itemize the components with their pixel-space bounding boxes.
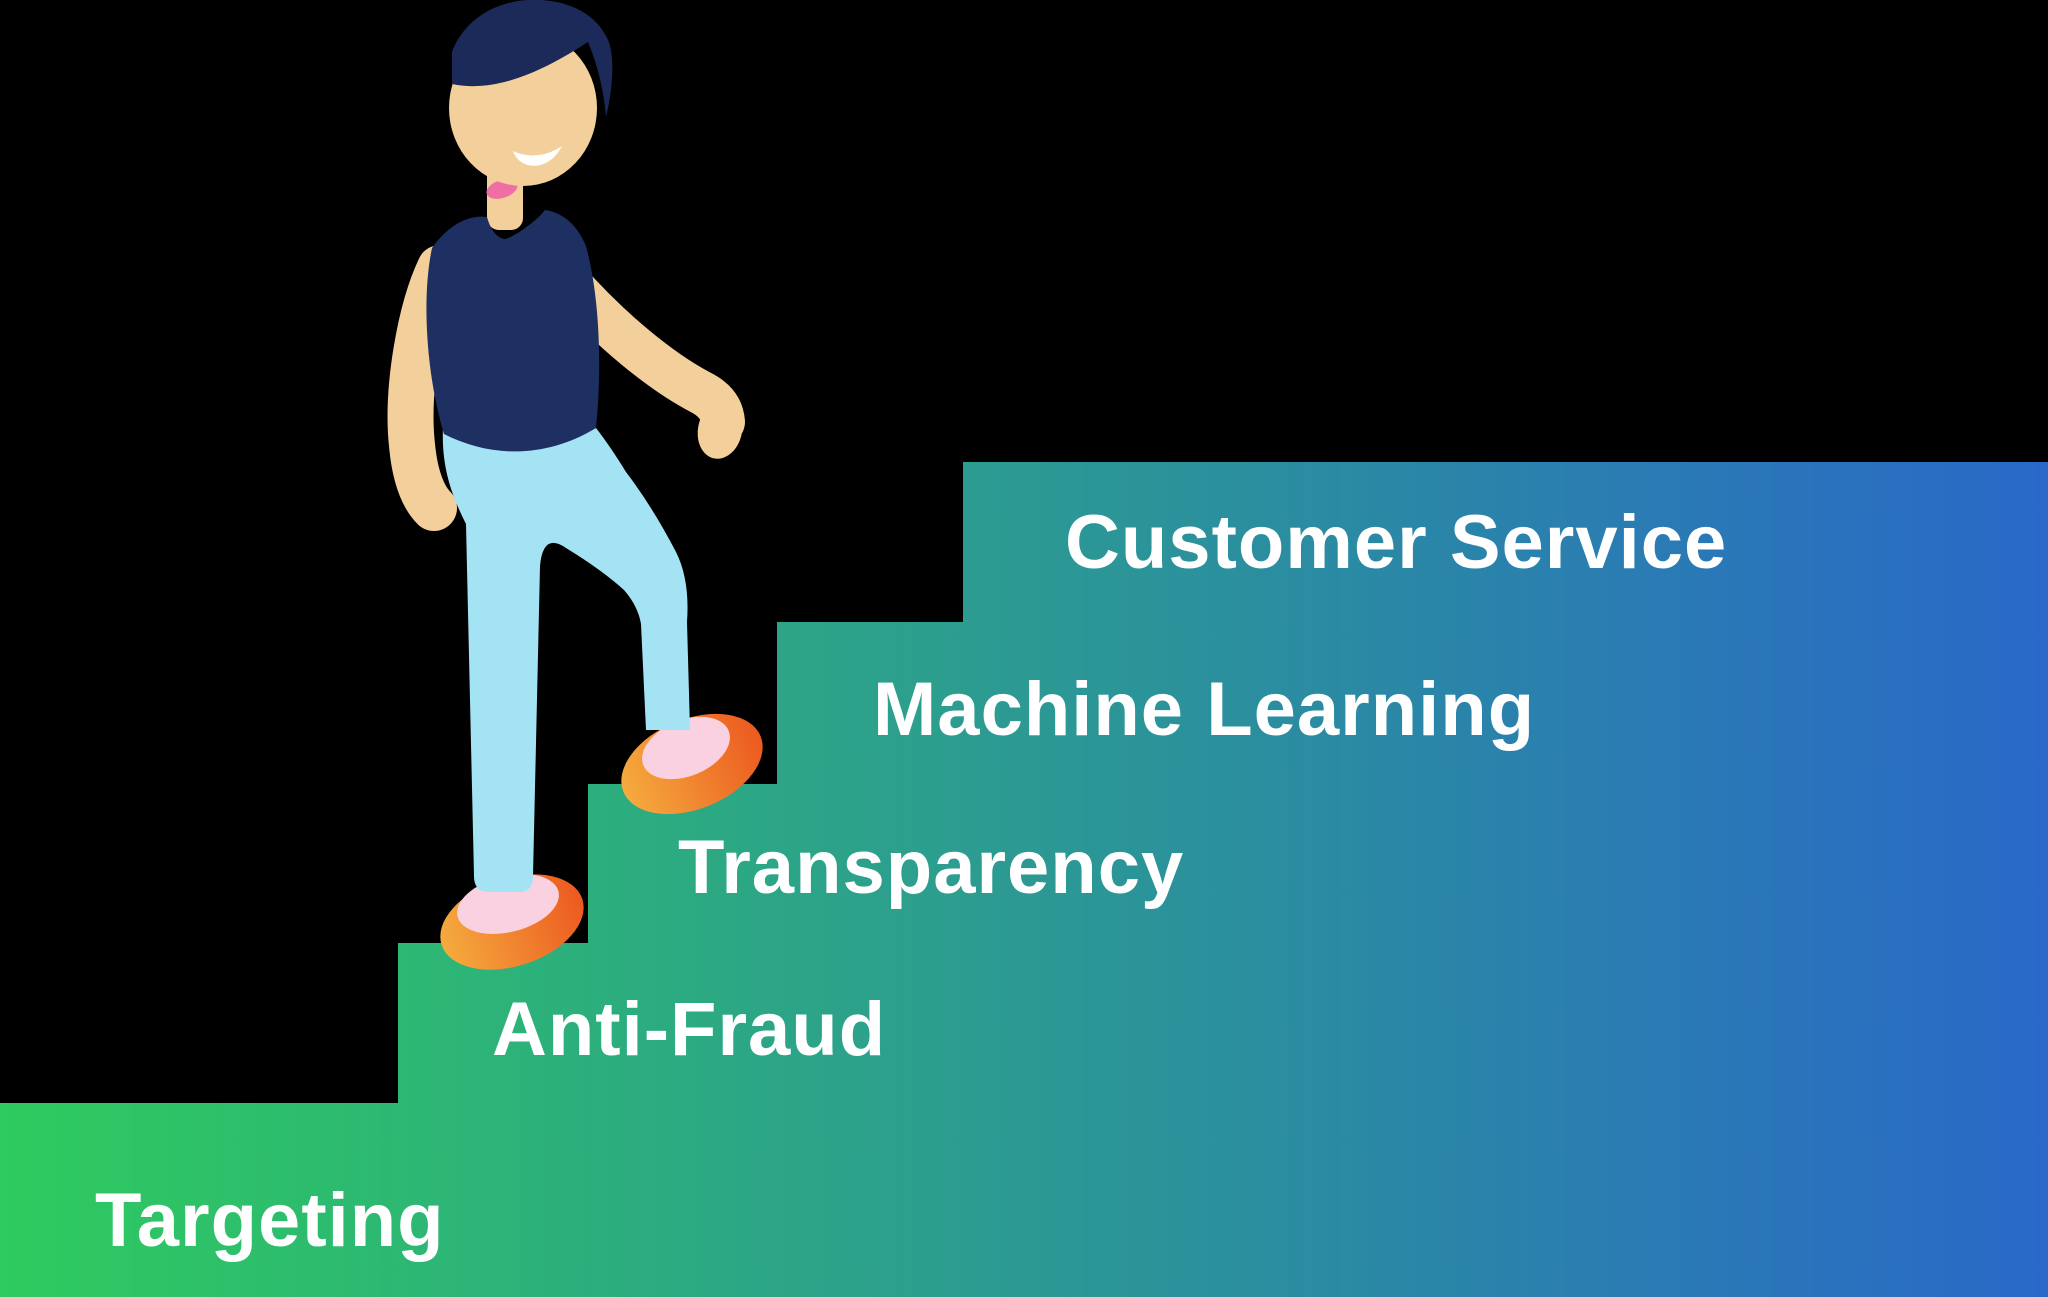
step-label-anti-fraud: Anti-Fraud (492, 987, 887, 1072)
pants-shape (442, 428, 690, 892)
hand-shape (697, 401, 743, 459)
shirt-shape (426, 210, 600, 452)
staircase-shape (0, 462, 2048, 1297)
step-label-machine-learning: Machine Learning (873, 667, 1536, 752)
hair-shape (452, 0, 613, 117)
front-sock-shape (642, 716, 730, 780)
smile-shape (513, 146, 562, 166)
step-label-targeting: Targeting (95, 1178, 445, 1263)
left-arm-shape (387, 245, 463, 531)
step-label-customer-service: Customer Service (1065, 500, 1728, 585)
woman-climbing-stairs-illustration (387, 0, 763, 970)
step-label-transparency: Transparency (678, 825, 1185, 910)
